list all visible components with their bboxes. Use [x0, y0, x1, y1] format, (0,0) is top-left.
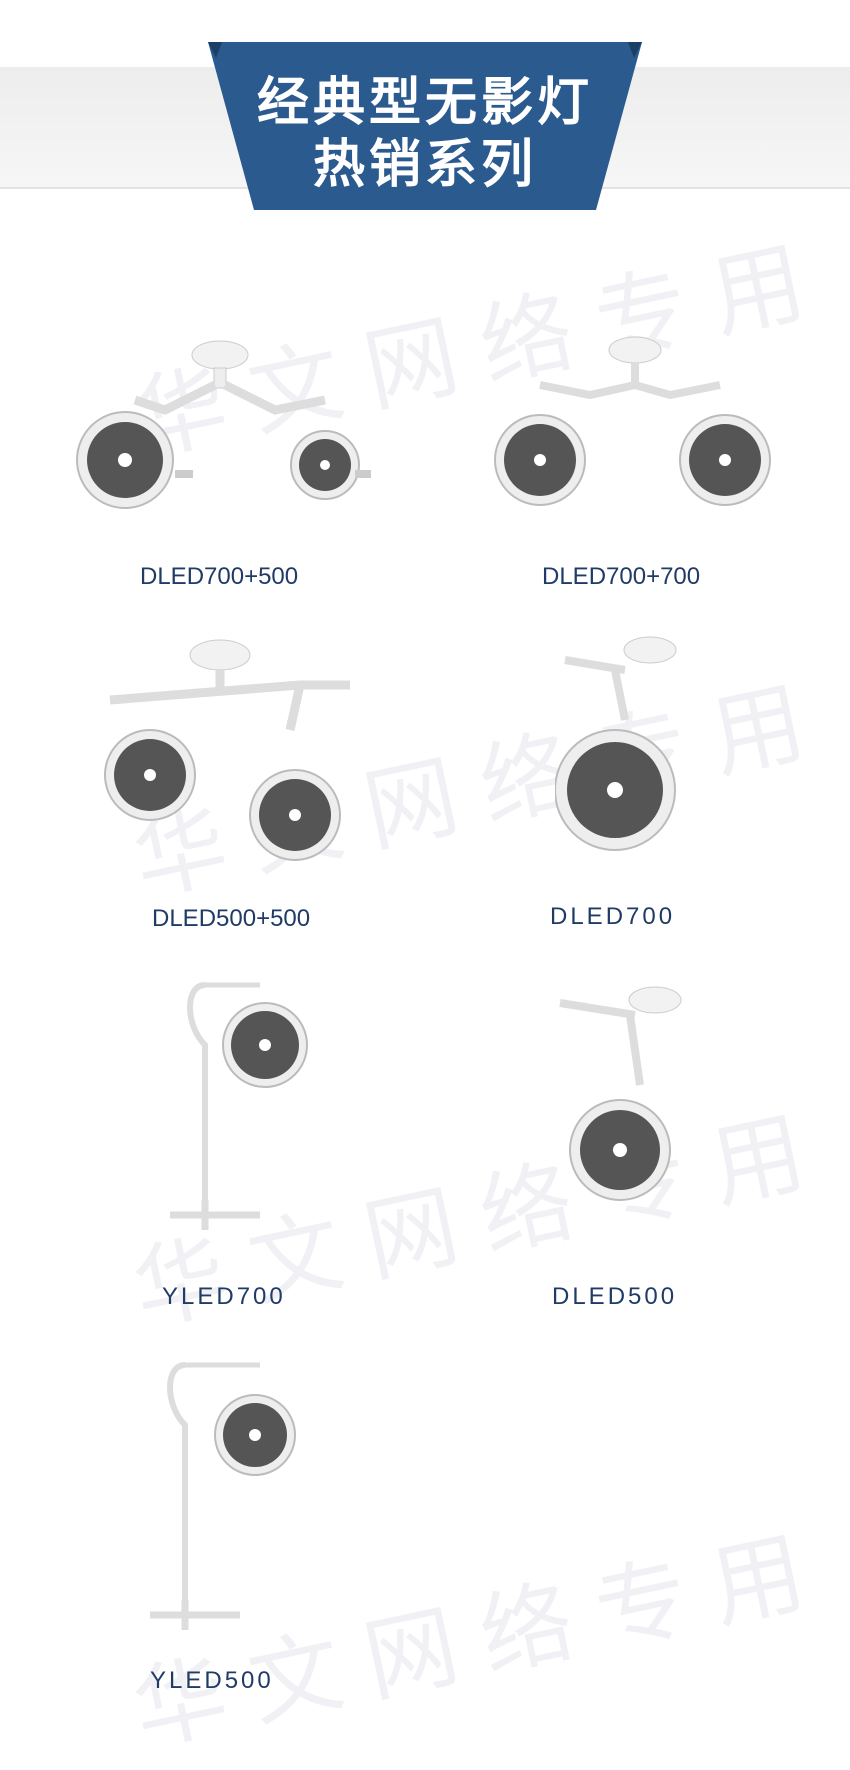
surgical-lamp-image [494, 336, 771, 506]
product-dled700-500[interactable] [75, 330, 395, 530]
product-yled700[interactable] [165, 975, 345, 1245]
title-banner: 经典型无影灯 热销系列 [208, 42, 642, 210]
product-label: DLED700 [550, 903, 676, 930]
surgical-lamp-image [555, 636, 677, 851]
product-label: YLED500 [150, 1667, 274, 1694]
product-dled700-700[interactable] [480, 330, 800, 530]
product-label: DLED500 [552, 1283, 678, 1310]
product-label: DLED500+500 [152, 905, 311, 932]
surgical-lamp-image [170, 982, 308, 1230]
product-yled500[interactable] [145, 1355, 325, 1655]
product-label: YLED700 [162, 1283, 286, 1310]
product-dled500-500[interactable] [100, 630, 390, 880]
banner-title-line1: 经典型无影灯 [256, 73, 593, 133]
product-dled500[interactable] [555, 975, 725, 1225]
surgical-lamp-image [150, 1362, 296, 1630]
banner-title-line2: 热销系列 [312, 135, 537, 195]
surgical-lamp-image [104, 639, 350, 861]
surgical-lamp-image [76, 340, 371, 509]
product-dled700[interactable] [555, 630, 725, 880]
surgical-lamp-image [559, 986, 682, 1201]
product-label: DLED700+500 [140, 563, 299, 590]
product-label: DLED700+700 [542, 563, 701, 590]
